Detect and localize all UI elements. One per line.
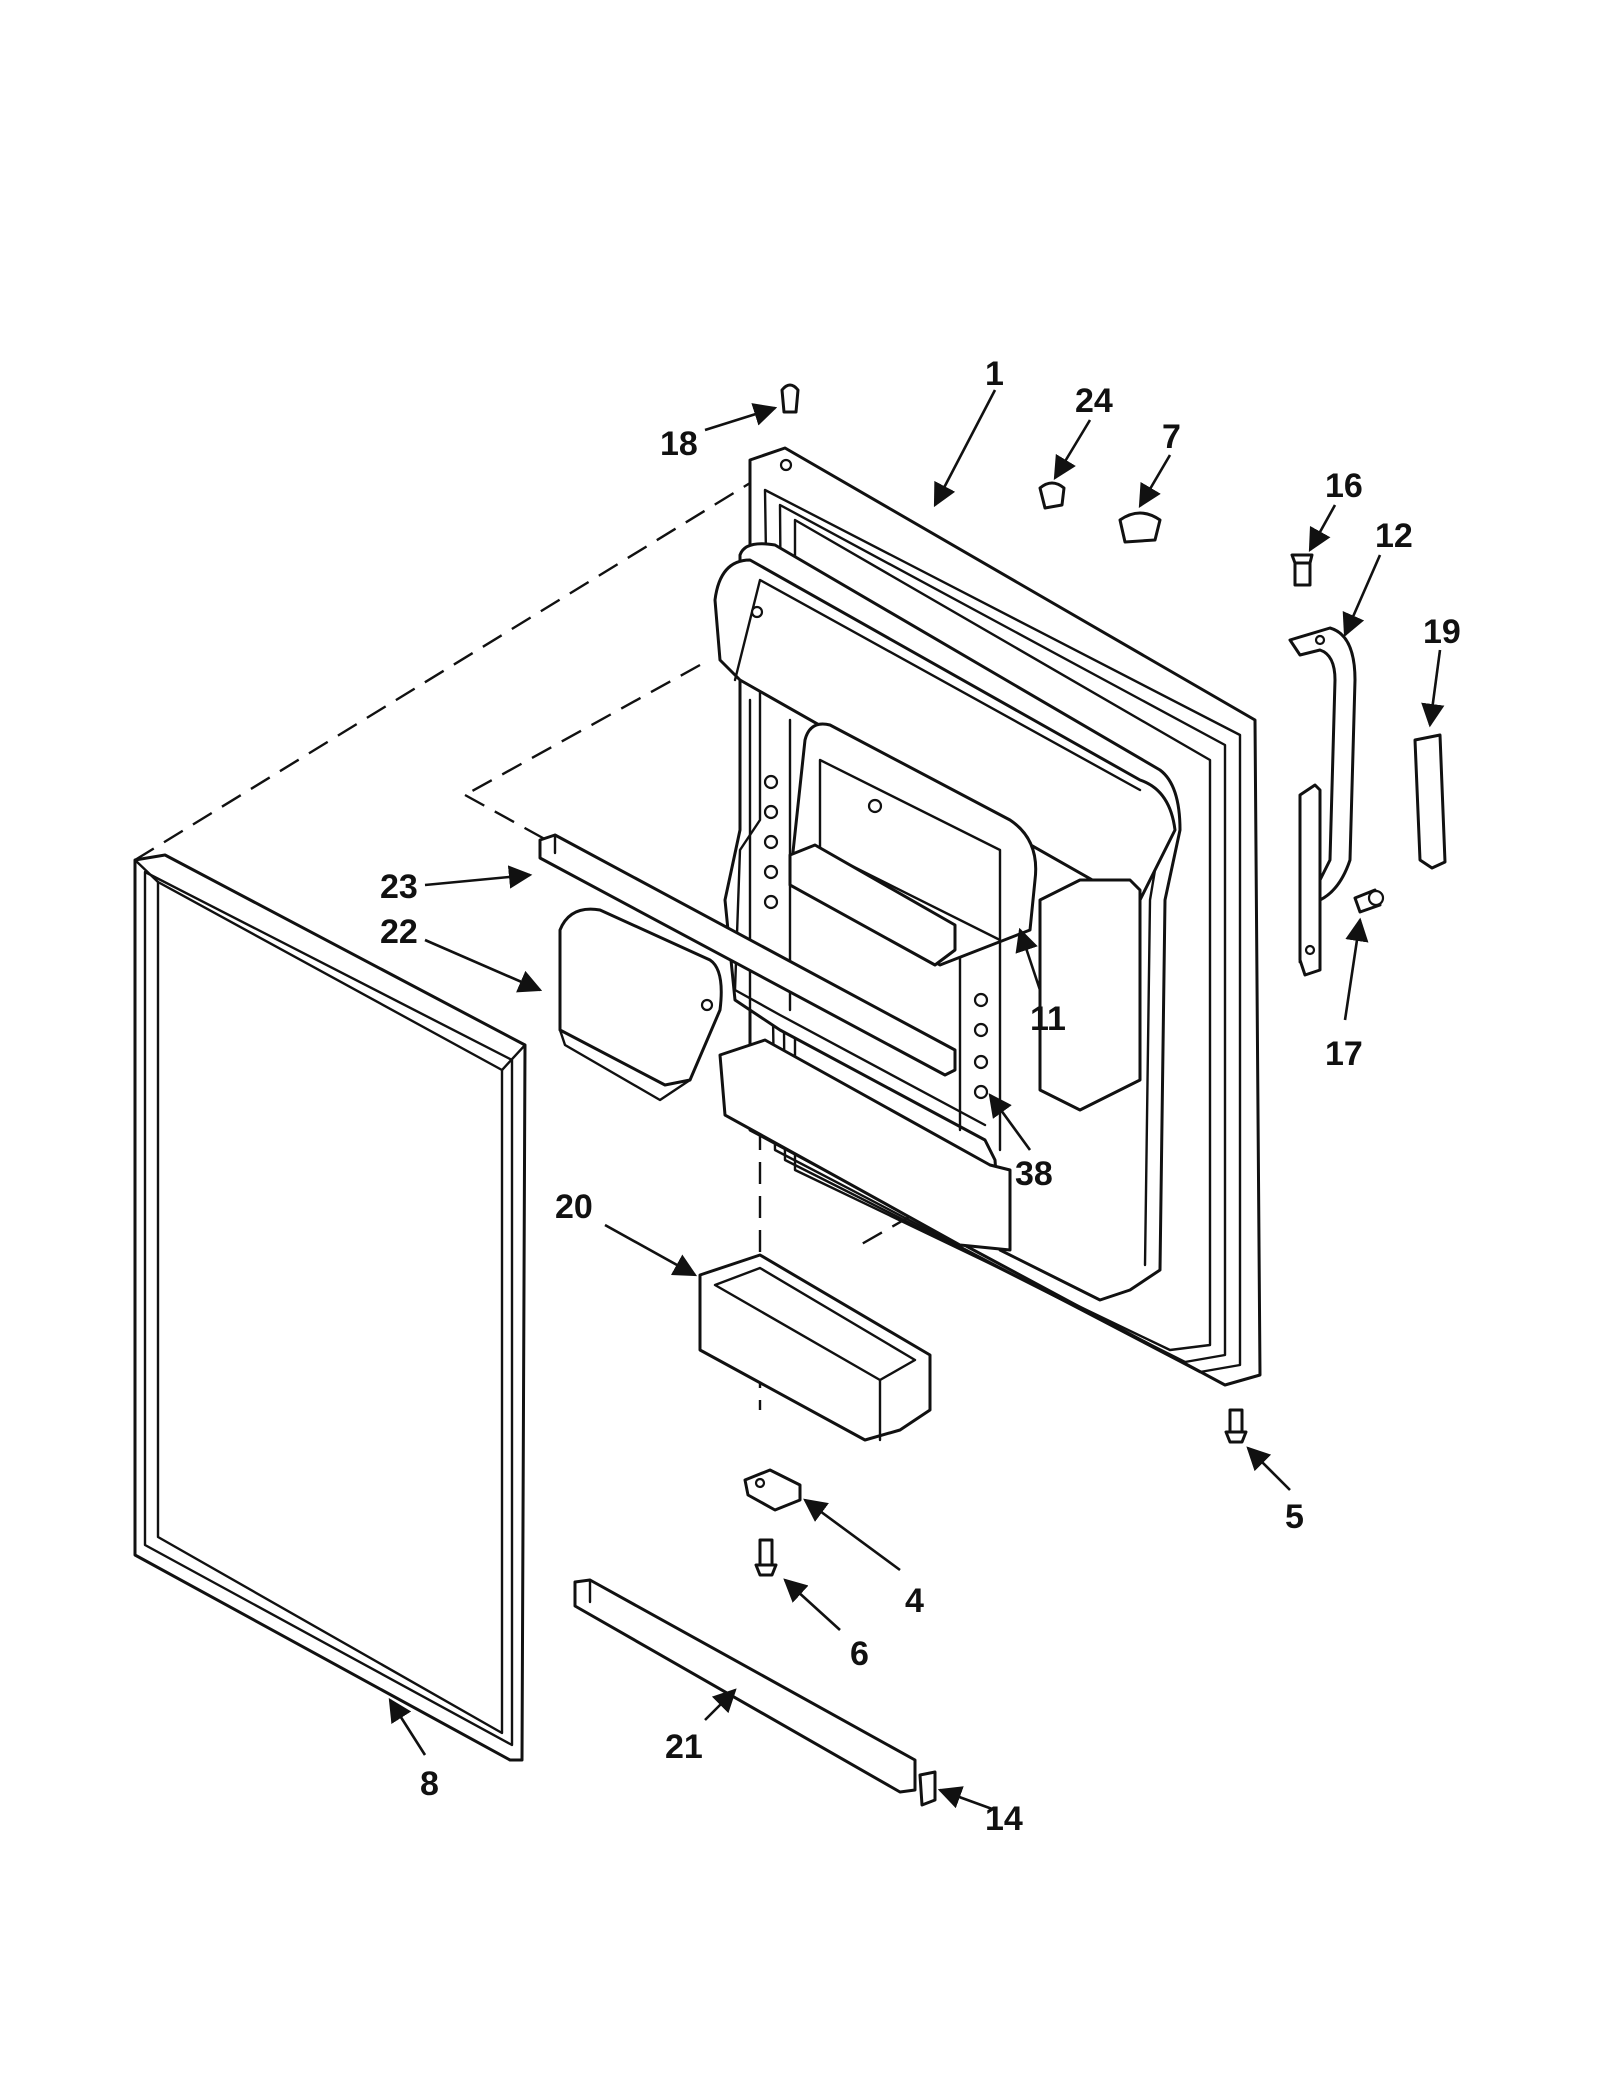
screw-16: [1290, 553, 1314, 587]
screw-5: [1224, 1408, 1248, 1444]
door-bin: [698, 1253, 932, 1442]
callout-8: 8: [420, 1765, 439, 1803]
plug-24: [1038, 481, 1066, 510]
callout-17: 17: [1325, 1035, 1363, 1073]
shelf-bar: [538, 833, 957, 1077]
callout-20: 20: [555, 1188, 593, 1226]
callout-18: 18: [660, 425, 698, 463]
callout-24: 24: [1075, 382, 1113, 420]
door-handle: [1288, 626, 1357, 977]
callout-4: 4: [905, 1582, 924, 1620]
handle-trim: [1413, 733, 1447, 870]
callout-38: 38: [1015, 1155, 1053, 1193]
callout-labels: 1 24 7 16 12 19 18 23 22 11 17 38 20 5 4…: [380, 355, 1461, 1838]
end-cap: [918, 1770, 937, 1807]
callout-19: 19: [1423, 613, 1461, 651]
callout-22: 22: [380, 913, 418, 951]
callout-16: 16: [1325, 467, 1363, 505]
dairy-compartment: [788, 722, 1038, 967]
plug-7: [1118, 511, 1162, 544]
callout-6: 6: [850, 1635, 869, 1673]
screw-17: [1353, 888, 1385, 914]
callout-5: 5: [1285, 1498, 1304, 1536]
hinge-pin-18: [780, 383, 800, 414]
callout-12: 12: [1375, 517, 1413, 555]
covered-bin: [558, 907, 723, 1102]
bottom-hinge: [743, 1468, 802, 1512]
callout-21: 21: [665, 1728, 703, 1766]
screw-6: [754, 1538, 778, 1577]
callout-7: 7: [1162, 418, 1181, 456]
bottom-trim: [573, 1578, 917, 1794]
callout-23: 23: [380, 868, 418, 906]
callout-1: 1: [985, 355, 1004, 393]
leader-lines: [388, 389, 1445, 1812]
callout-14: 14: [985, 1800, 1023, 1838]
door-gasket: [133, 853, 527, 1762]
callout-11: 11: [1030, 1000, 1066, 1038]
